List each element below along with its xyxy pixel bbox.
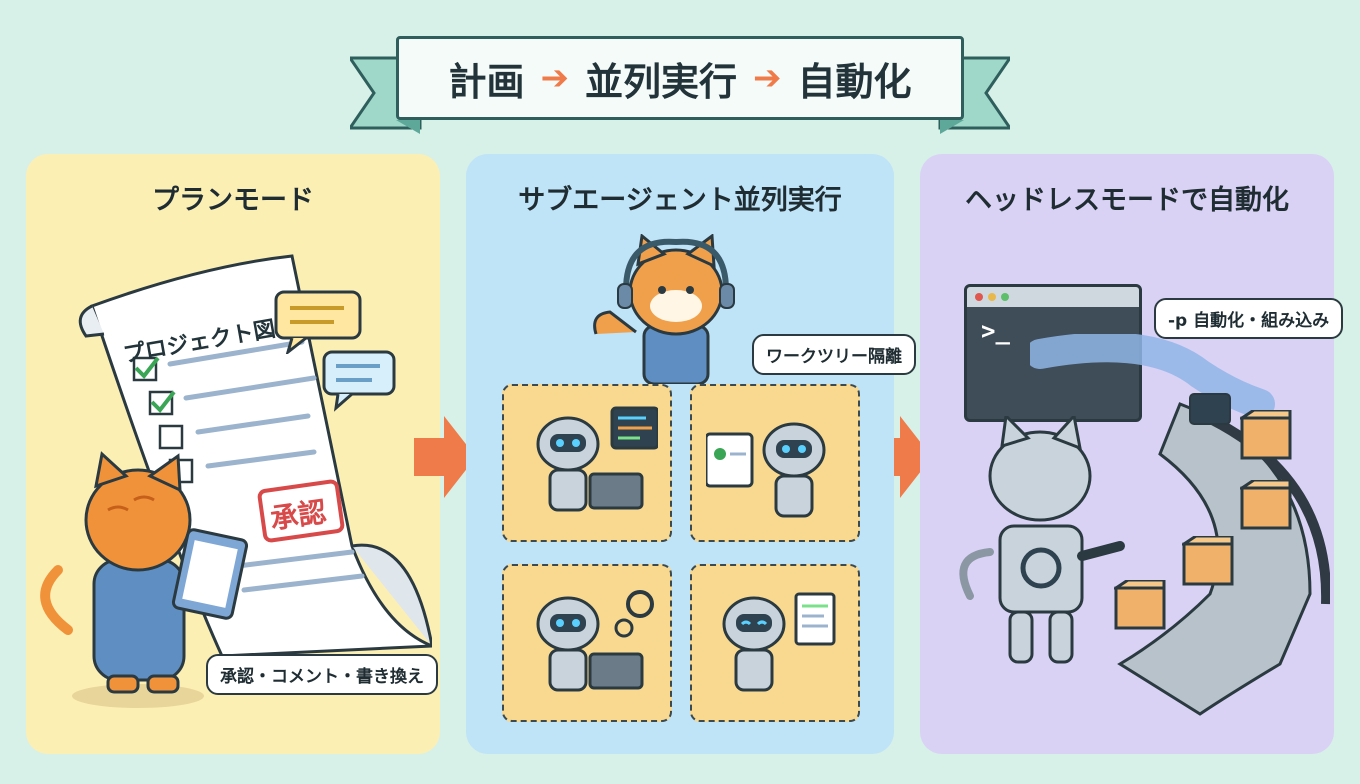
box-icon <box>1114 580 1166 630</box>
panel-title: サブエージェント並列実行 <box>518 185 842 216</box>
box-icon <box>1240 480 1292 530</box>
step-parallel: 並列実行 <box>584 59 737 104</box>
plan-document <box>78 254 432 658</box>
gear-icon <box>614 618 634 638</box>
checkbox-icon <box>132 356 158 382</box>
step-plan: 計画 <box>448 59 525 104</box>
gear-icon <box>626 590 654 618</box>
worktree-bubble: ワークツリー隔離 <box>752 334 916 375</box>
speech-bubble-icon <box>322 350 396 412</box>
robot-icon <box>536 590 654 692</box>
robot-icon <box>536 406 658 512</box>
arrow-right-icon: ➔ <box>753 58 782 98</box>
robot-icon <box>959 416 1125 664</box>
robot-icon <box>722 592 836 692</box>
panel-plan-mode: プランモード プロジェクト図 承認 <box>26 154 440 754</box>
panel-title: ヘッドレスモードで自動化 <box>965 185 1289 216</box>
approval-stamp: 承認 <box>268 495 329 536</box>
headless-flag-bubble: -p 自動化・組み込み <box>1154 298 1344 339</box>
box-icon <box>1182 536 1234 586</box>
terminal-prompt: >_ <box>981 317 1010 345</box>
laptop-icon <box>588 472 644 510</box>
step-automation: 自動化 <box>797 59 912 104</box>
box-icon <box>1240 410 1292 460</box>
checkbox-icon <box>158 424 184 450</box>
gear-icon <box>1020 547 1062 589</box>
cat-icon <box>593 234 735 384</box>
cat-icon <box>40 451 248 708</box>
panel-title: プランモード <box>152 185 314 216</box>
arrow-right-icon <box>414 416 476 498</box>
panel-headless-mode: ヘッドレスモードで自動化 >_ -p 自動化・組み込み <box>920 154 1344 754</box>
arrow-right-icon <box>870 416 932 498</box>
plan-actions-bubble: 承認・コメント・書き換え <box>206 654 438 695</box>
title-ribbon: 計画 ➔ 並列実行 ➔ 自動化 <box>396 36 964 120</box>
checkbox-icon <box>148 390 174 416</box>
arrow-right-icon: ➔ <box>540 58 569 98</box>
laptop-icon <box>588 652 644 690</box>
panel-parallel-agents: サブエージェント並列実行 ワークツリー隔離 <box>466 154 916 754</box>
speech-bubble-icon <box>274 290 362 354</box>
robot-icon <box>706 422 826 518</box>
